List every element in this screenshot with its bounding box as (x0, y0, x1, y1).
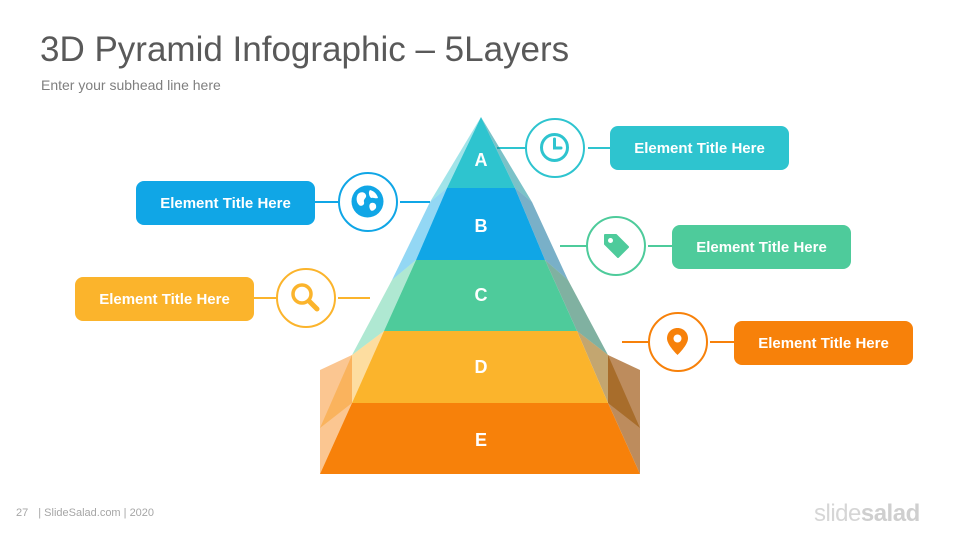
callout-pin-title: Element Title Here (734, 321, 913, 365)
callout-search-title: Element Title Here (75, 277, 254, 321)
pyramid-side-d-left (320, 331, 384, 428)
page-number: 27 (16, 507, 29, 519)
pyramid-side-e-left (320, 355, 352, 474)
layer-label-e: E (474, 430, 487, 450)
search-icon-circle (276, 268, 336, 328)
pyramid-layer-a (447, 117, 515, 188)
pyramid-side-a-right (481, 117, 532, 202)
footer: 27 | SlideSalad.com | 2020 (16, 507, 154, 519)
page-title: 3D Pyramid Infographic – 5Layers (40, 30, 570, 69)
page-subtitle: Enter your subhead line here (41, 77, 221, 93)
pyramid-layer-b (416, 188, 545, 260)
pyramid-side-b-left (392, 188, 447, 280)
logo-light: slide (814, 500, 861, 527)
pyramid-side-a-left (430, 117, 481, 202)
pyramid-layer-c (384, 260, 577, 331)
layer-label-c: C (474, 285, 488, 305)
callout-clock-title: Element Title Here (610, 126, 789, 170)
brand-logo: slidesalad (814, 500, 920, 528)
pyramid-side-b-right (515, 188, 568, 280)
pyramid-side-c-right (545, 260, 608, 355)
layer-label-b: B (474, 216, 488, 236)
search-icon (291, 283, 320, 312)
globe-icon-circle (338, 172, 398, 232)
clock-icon (540, 133, 569, 162)
pyramid-layer-e (320, 403, 640, 474)
layer-label-d: D (474, 357, 488, 377)
tag-icon (604, 234, 629, 258)
location-pin-icon (667, 328, 688, 355)
callout-tag-title: Element Title Here (672, 225, 851, 269)
pyramid-layer-d (352, 331, 608, 403)
pyramid-side-e-right (608, 355, 640, 474)
callout-globe-title: Element Title Here (136, 181, 315, 225)
location-pin-icon-circle (648, 312, 708, 372)
tag-icon-circle (586, 216, 646, 276)
clock-icon-circle (525, 118, 585, 178)
logo-bold: salad (860, 500, 920, 527)
layer-label-a: A (474, 150, 488, 170)
globe-icon (351, 185, 384, 218)
footer-text: | SlideSalad.com | 2020 (38, 507, 155, 519)
pyramid-side-c-left (352, 260, 416, 355)
